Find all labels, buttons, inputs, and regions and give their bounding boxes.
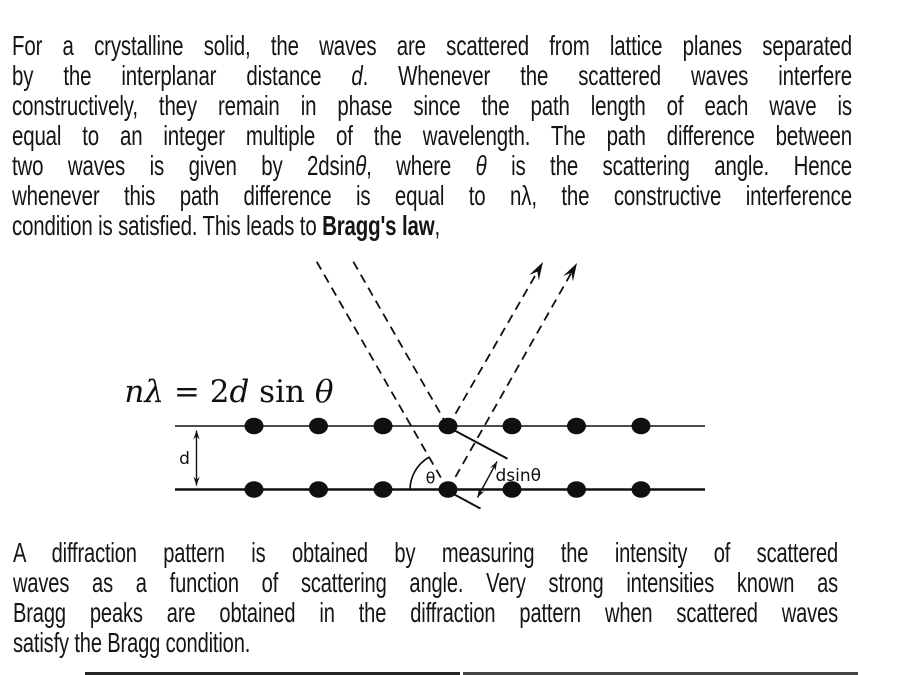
path-difference-line — [447, 426, 508, 460]
text-segment: Bragg's law — [322, 210, 435, 241]
atom-dot — [373, 481, 393, 498]
text-segment: Bragg peaks are obtained in the diffract… — [13, 597, 839, 628]
text-segment: two waves is given by 2dsin — [12, 150, 356, 181]
atom-dot — [373, 417, 393, 435]
measure-arrowhead-icon — [477, 488, 485, 498]
text-segment: whenever this path difference is equal t… — [12, 180, 852, 211]
bragg-law-formula: nλ = 2d sin θ — [85, 338, 333, 446]
formula-sin: sin — [249, 374, 315, 410]
dsintheta-label: dsinθ — [496, 466, 542, 486]
text-segment: , where — [366, 150, 476, 181]
scattered-wave-arrowhead-icon — [563, 263, 577, 282]
text-segment: θ — [355, 150, 367, 181]
text-segment: For a crystalline solid, the waves are s… — [12, 30, 852, 61]
atom-dot — [631, 481, 651, 498]
wave-ray-dashed — [315, 261, 449, 491]
atom-dot — [244, 417, 264, 435]
theta-arc — [409, 456, 430, 491]
text-segment: constructively, they remain in phase sin… — [12, 90, 852, 121]
text-line: Bragg peaks are obtained in the diffract… — [13, 598, 838, 628]
atom-dot — [502, 417, 522, 435]
d-spacing-label: d — [179, 449, 190, 469]
formula-equals-two: = 2 — [164, 374, 230, 410]
text-segment: θ — [475, 150, 487, 181]
diagram-shapes — [175, 261, 705, 510]
text-line: two waves is given by 2dsinθ, where θ is… — [12, 151, 852, 181]
text-segment: waves as a function of scattering angle.… — [13, 567, 839, 598]
paragraph-diffraction-pattern: A diffraction pattern is obtained by mea… — [13, 538, 838, 658]
bottom-edge-artifact — [463, 672, 858, 675]
text-line: equal to an integer multiple of the wave… — [12, 121, 852, 151]
scattered-wave-arrowhead-icon — [529, 262, 543, 281]
measure-arrowhead-icon — [193, 430, 200, 440]
text-segment: , — [434, 210, 441, 241]
text-line: satisfy the Bragg condition. — [13, 628, 838, 658]
text-segment: d — [351, 60, 363, 91]
atom-dot — [567, 417, 586, 435]
text-segment: satisfy the Bragg condition. — [13, 627, 251, 658]
text-line: whenever this path difference is equal t… — [12, 181, 852, 211]
text-segment: by the interplanar distance — [12, 60, 352, 91]
text-line: waves as a function of scattering angle.… — [13, 568, 838, 598]
measure-arrow-line — [476, 461, 498, 498]
atom-dot — [567, 481, 586, 498]
text-segment: . Whenever the scattered waves interfere — [362, 60, 853, 91]
wave-ray-dashed — [447, 269, 574, 491]
wave-ray-dashed — [352, 261, 449, 428]
text-line: A diffraction pattern is obtained by mea… — [13, 538, 838, 568]
measure-arrowhead-icon — [193, 476, 200, 486]
theta-angle-label: θ — [426, 469, 436, 488]
text-segment: A diffraction pattern is obtained by mea… — [13, 537, 839, 568]
text-segment: condition is satisfied. This leads to — [12, 210, 323, 241]
measure-arrowhead-icon — [489, 461, 497, 471]
bragg-diffraction-diagram: d θ dsinθ — [175, 261, 705, 510]
formula-d: d — [229, 374, 250, 410]
text-line: constructively, they remain in phase sin… — [12, 91, 852, 121]
atom-dot — [631, 417, 651, 435]
text-segment: equal to an integer multiple of the wave… — [12, 120, 852, 151]
text-segment: is the scattering angle. Hence — [486, 150, 852, 181]
text-line: For a crystalline solid, the waves are s… — [12, 31, 852, 61]
formula-theta: θ — [314, 374, 334, 410]
atom-dot — [502, 481, 522, 498]
wave-ray-dashed — [447, 268, 540, 428]
text-line: condition is satisfied. This leads to Br… — [12, 211, 852, 241]
atom-dot — [244, 481, 264, 498]
atom-dot — [309, 481, 328, 498]
path-difference-line — [447, 490, 481, 510]
bottom-edge-artifact — [85, 672, 460, 675]
text-line: by the interplanar distance d. Whenever … — [12, 61, 852, 91]
paragraph-bragg-intro: For a crystalline solid, the waves are s… — [12, 31, 852, 241]
atom-dot — [309, 417, 328, 435]
formula-n-lambda: nλ — [124, 374, 165, 410]
